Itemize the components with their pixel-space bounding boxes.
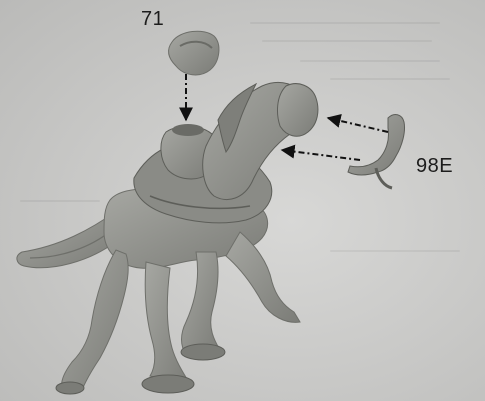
- horse-head: [278, 84, 318, 137]
- part-number-98e: 98E: [416, 155, 453, 178]
- rider-neck-socket: [172, 124, 204, 136]
- base-stand: [181, 344, 225, 360]
- horse-rear-leg-right: [145, 262, 190, 384]
- horse-front-leg-left: [182, 252, 221, 354]
- part-number-71: 71: [141, 8, 164, 31]
- base-stand: [56, 382, 84, 394]
- base-stand: [142, 375, 194, 393]
- assembly-arrow-98e-upper: [328, 118, 388, 132]
- part-71-hat-piece: [169, 31, 219, 75]
- horse-rear-leg-left: [62, 250, 129, 390]
- horse-tail: [17, 210, 118, 268]
- horse-front-leg-right: [226, 232, 300, 322]
- assembly-arrow-98e-lower: [282, 150, 360, 160]
